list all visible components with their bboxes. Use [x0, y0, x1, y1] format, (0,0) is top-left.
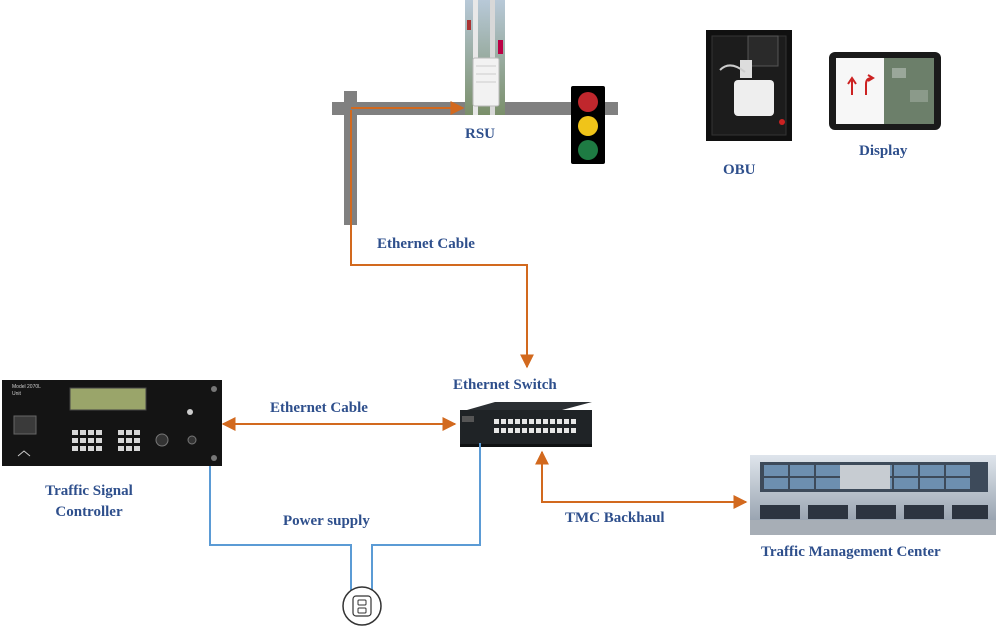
tmc-label: Traffic Management Center [761, 544, 941, 560]
display-image [829, 52, 941, 130]
power-cable-controller [209, 466, 352, 592]
obu-label: OBU [723, 162, 756, 178]
red-light-icon [578, 92, 598, 112]
ethernet-cable-rsu-switch [350, 110, 534, 369]
tmc-backhaul-label: TMC Backhaul [565, 510, 665, 526]
yellow-light-icon [578, 116, 598, 136]
tsc-label-line2: Controller [55, 504, 123, 520]
power-supply-label: Power supply [283, 513, 370, 529]
traffic-signal-controller-label: Traffic Signal Controller [30, 481, 148, 523]
ethernet-switch-image [460, 402, 592, 447]
tmc-backhaul-cable [535, 450, 748, 509]
traffic-signal-controller-image [2, 380, 222, 466]
ethernet-switch-label: Ethernet Switch [453, 377, 557, 393]
tmc-image [750, 455, 996, 535]
tsc-label-line1: Traffic Signal [45, 483, 133, 499]
display-label: Display [859, 143, 908, 159]
power-outlet-icon [342, 586, 382, 626]
obu-image [706, 30, 792, 141]
power-cable-switch [371, 443, 481, 592]
controller-unit-text: Unit [12, 391, 22, 397]
traffic-signal [571, 86, 605, 164]
controller-model-text: Model 2070L [12, 384, 41, 390]
ethernet-cable-mid-label: Ethernet Cable [270, 400, 368, 416]
green-light-icon [578, 140, 598, 160]
ethernet-cable-top-label: Ethernet Cable [377, 236, 475, 252]
rsu-image [465, 0, 505, 115]
rsu-label: RSU [465, 126, 496, 142]
